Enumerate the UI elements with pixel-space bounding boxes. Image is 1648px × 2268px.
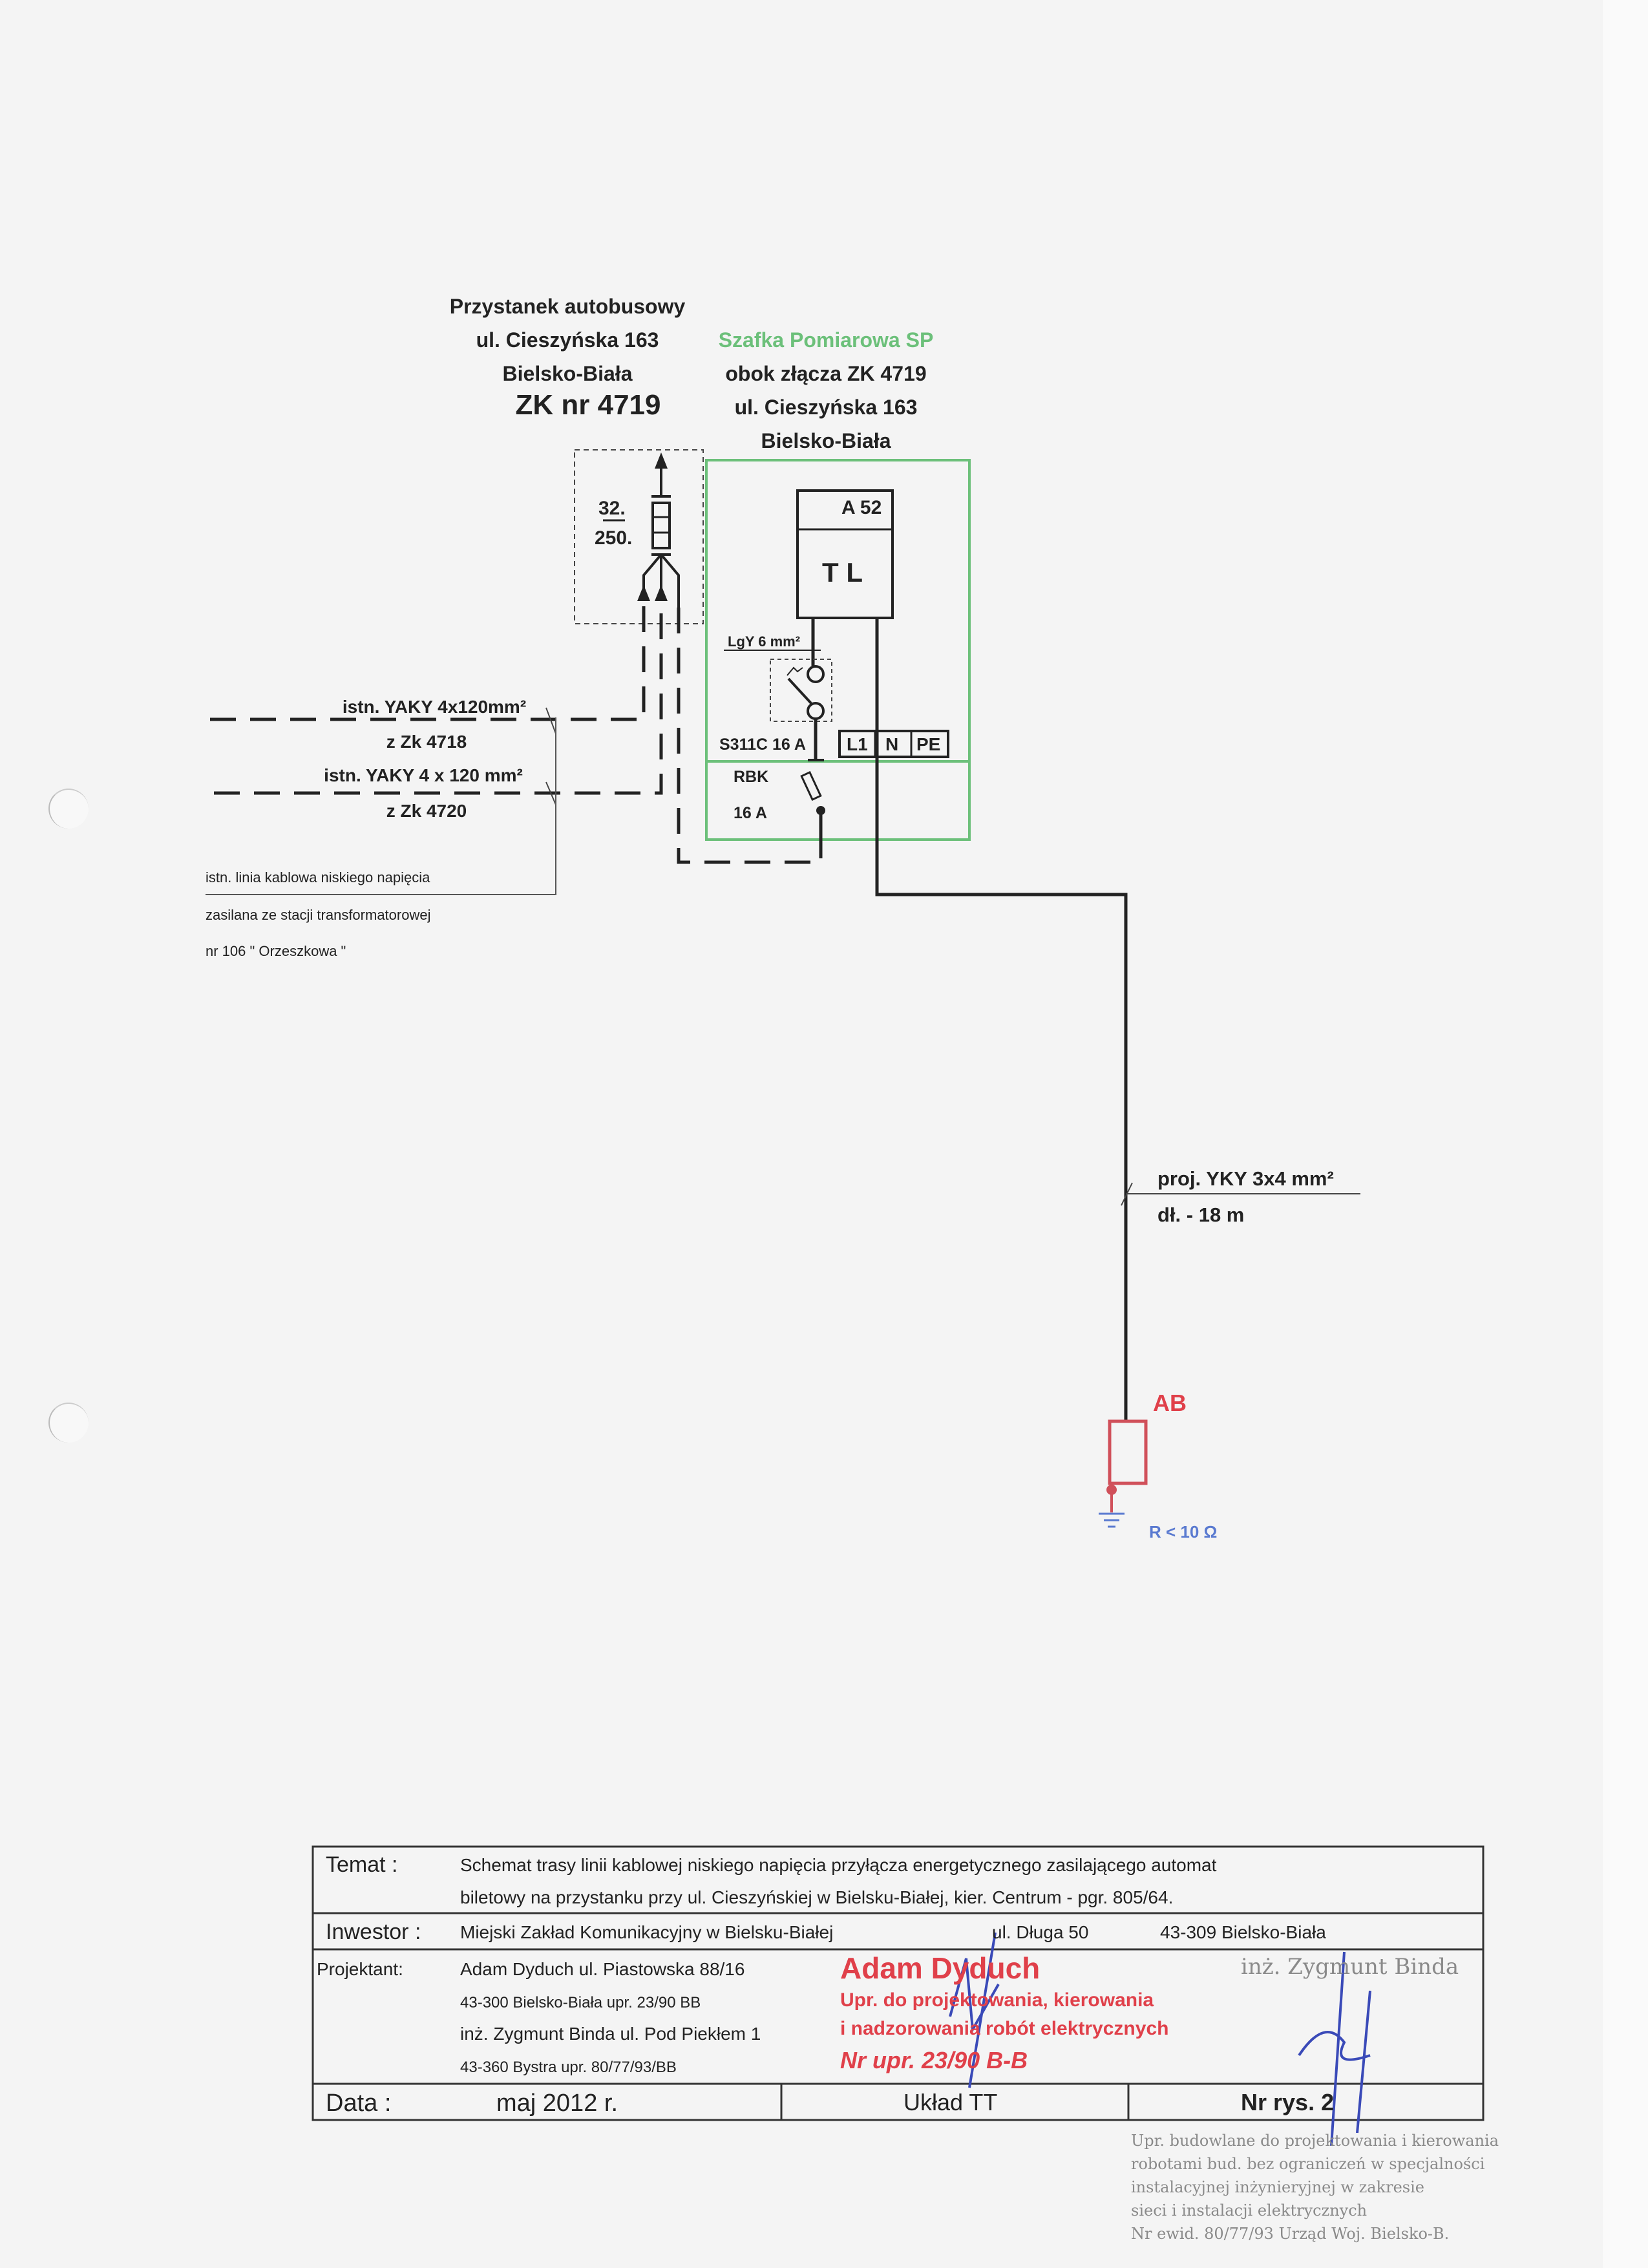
stamp-gray-line3: instalacyjnej inżynieryjnej w zakresie	[1131, 2178, 1424, 2196]
stamp-gray-line2: robotami bud. bez ograniczeń w specjalno…	[1131, 2155, 1485, 2173]
inwestor-label: Inwestor :	[326, 1920, 421, 1944]
note-leader	[206, 717, 556, 895]
earth-resistance: R < 10 Ω	[1149, 1522, 1218, 1542]
note-line3: nr 106 " Orzeszkowa "	[206, 943, 346, 959]
breaker-enclosure	[770, 659, 832, 722]
cabinet-city: Bielsko-Biała	[761, 429, 891, 452]
inwestor-city: 43-309 Bielsko-Biała	[1160, 1922, 1326, 1942]
rbk-label: RBK	[734, 768, 769, 786]
stamp-gray-line5: Nr ewid. 80/77/93 Urząd Woj. Bielsko-B.	[1131, 2225, 1450, 2243]
title-block-frame	[312, 1845, 1484, 2121]
wire-label: LgY 6 mm²	[728, 633, 801, 650]
fuse-rating-bottom: 250.	[595, 527, 633, 549]
cable1-label: istn. YAKY 4x120mm²	[342, 697, 527, 717]
terminal-pe: PE	[916, 734, 941, 754]
stamp-gray-line4: sieci i instalacji elektrycznych	[1131, 2201, 1368, 2220]
cabinet-enclosure	[705, 459, 971, 841]
cable1-source: z Zk 4718	[386, 732, 467, 752]
terminal-l1: L1	[847, 734, 868, 754]
projektant-1: Adam Dyduch ul. Piastowska 88/16	[460, 1959, 745, 1979]
breaker-label: S311C 16 A	[719, 736, 806, 754]
uklad-sieci: Układ TT	[903, 2089, 998, 2115]
terminal-n: N	[885, 734, 899, 754]
zk-number: ZK nr 4719	[515, 389, 661, 421]
rbk-fuse	[800, 770, 822, 801]
projektant-label: Projektant:	[317, 1959, 403, 1979]
temat-line1: Schemat trasy linii kablowej niskiego na…	[460, 1855, 1217, 1875]
zk-enclosure	[574, 449, 704, 624]
cable-to-cabinet	[677, 608, 823, 864]
temat-line2: biletowy na przystanku przy ul. Cieszyńs…	[460, 1887, 1174, 1907]
cabinet-location: obok złącza ZK 4719	[725, 362, 927, 385]
earth-label: AB	[1153, 1390, 1187, 1416]
arrow-up-icon	[637, 585, 650, 601]
note-line2: zasilana ze stacji transformatorowej	[206, 907, 431, 923]
arrow-up-icon	[655, 452, 668, 469]
projektant-4: 43-360 Bystra upr. 80/77/93/BB	[460, 2059, 677, 2076]
cabinet-title: Szafka Pomiarowa SP	[718, 328, 934, 352]
temat-label: Temat :	[326, 1852, 398, 1877]
note-line1: istn. linia kablowa niskiego napięcia	[206, 869, 430, 885]
fuse-symbol	[651, 502, 671, 549]
proj-cable-label: proj. YKY 3x4 mm²	[1157, 1167, 1334, 1190]
breaker-contact	[807, 665, 825, 683]
stamp-red-line3: Nr upr. 23/90 B-B	[840, 2047, 1028, 2073]
cable2-source: z Zk 4720	[386, 801, 467, 821]
inwestor-name: Miejski Zakład Komunikacyjny w Bielsku-B…	[460, 1922, 834, 1942]
drawing-number: Nr rys. 2	[1241, 2089, 1335, 2115]
signature	[1298, 1951, 1371, 2146]
cable-proj-yky	[875, 618, 1128, 1421]
meter-box	[796, 489, 894, 619]
projektant-3: inż. Zygmunt Binda ul. Pod Piekłem 1	[460, 2024, 761, 2044]
punch-hole	[48, 1403, 89, 1443]
stamp-red-line1: Upr. do projektowania, kierowania	[840, 1989, 1154, 2011]
meter-tariff: T L	[822, 557, 863, 588]
fuse-rating-top: 32.	[598, 498, 626, 519]
meter-type: A 52	[841, 497, 882, 518]
stamp-red-line2: i nadzorowania robót elektrycznych	[840, 2018, 1169, 2039]
data-label: Data :	[326, 2090, 392, 2117]
cable2-label: istn. YAKY 4 x 120 mm²	[324, 765, 523, 785]
stamp-gray-name: inż. Zygmunt Binda	[1241, 1954, 1459, 1980]
punch-hole	[48, 789, 89, 829]
scan-edge	[1603, 0, 1648, 2268]
signature	[949, 1932, 1000, 2088]
bus-stop-title: Przystanek autobusowy	[449, 295, 686, 318]
ground-icon	[1099, 1512, 1125, 1528]
bus-stop-city: Bielsko-Biała	[502, 362, 633, 385]
proj-cable-length: dł. - 18 m	[1157, 1203, 1245, 1226]
rbk-rating: 16 A	[734, 804, 767, 822]
breaker-contact	[807, 702, 825, 720]
cabinet-street: ul. Cieszyńska 163	[734, 396, 918, 419]
stamp-red-name: Adam Dyduch	[840, 1951, 1041, 1985]
earth-electrode	[1108, 1419, 1148, 1485]
cable-zk4720	[214, 601, 663, 795]
projektant-2: 43-300 Bielsko-Biała upr. 23/90 BB	[460, 1994, 701, 2011]
bus-stop-street: ul. Cieszyńska 163	[476, 328, 659, 352]
data-value: maj 2012 r.	[496, 2090, 618, 2117]
terminal-block	[838, 730, 949, 758]
inwestor-street: ul. Długa 50	[992, 1922, 1089, 1942]
cable-zk4718	[210, 601, 646, 721]
arrow-up-icon	[655, 585, 668, 601]
stamp-gray-line1: Upr. budowlane do projektowania i kierow…	[1131, 2132, 1499, 2150]
